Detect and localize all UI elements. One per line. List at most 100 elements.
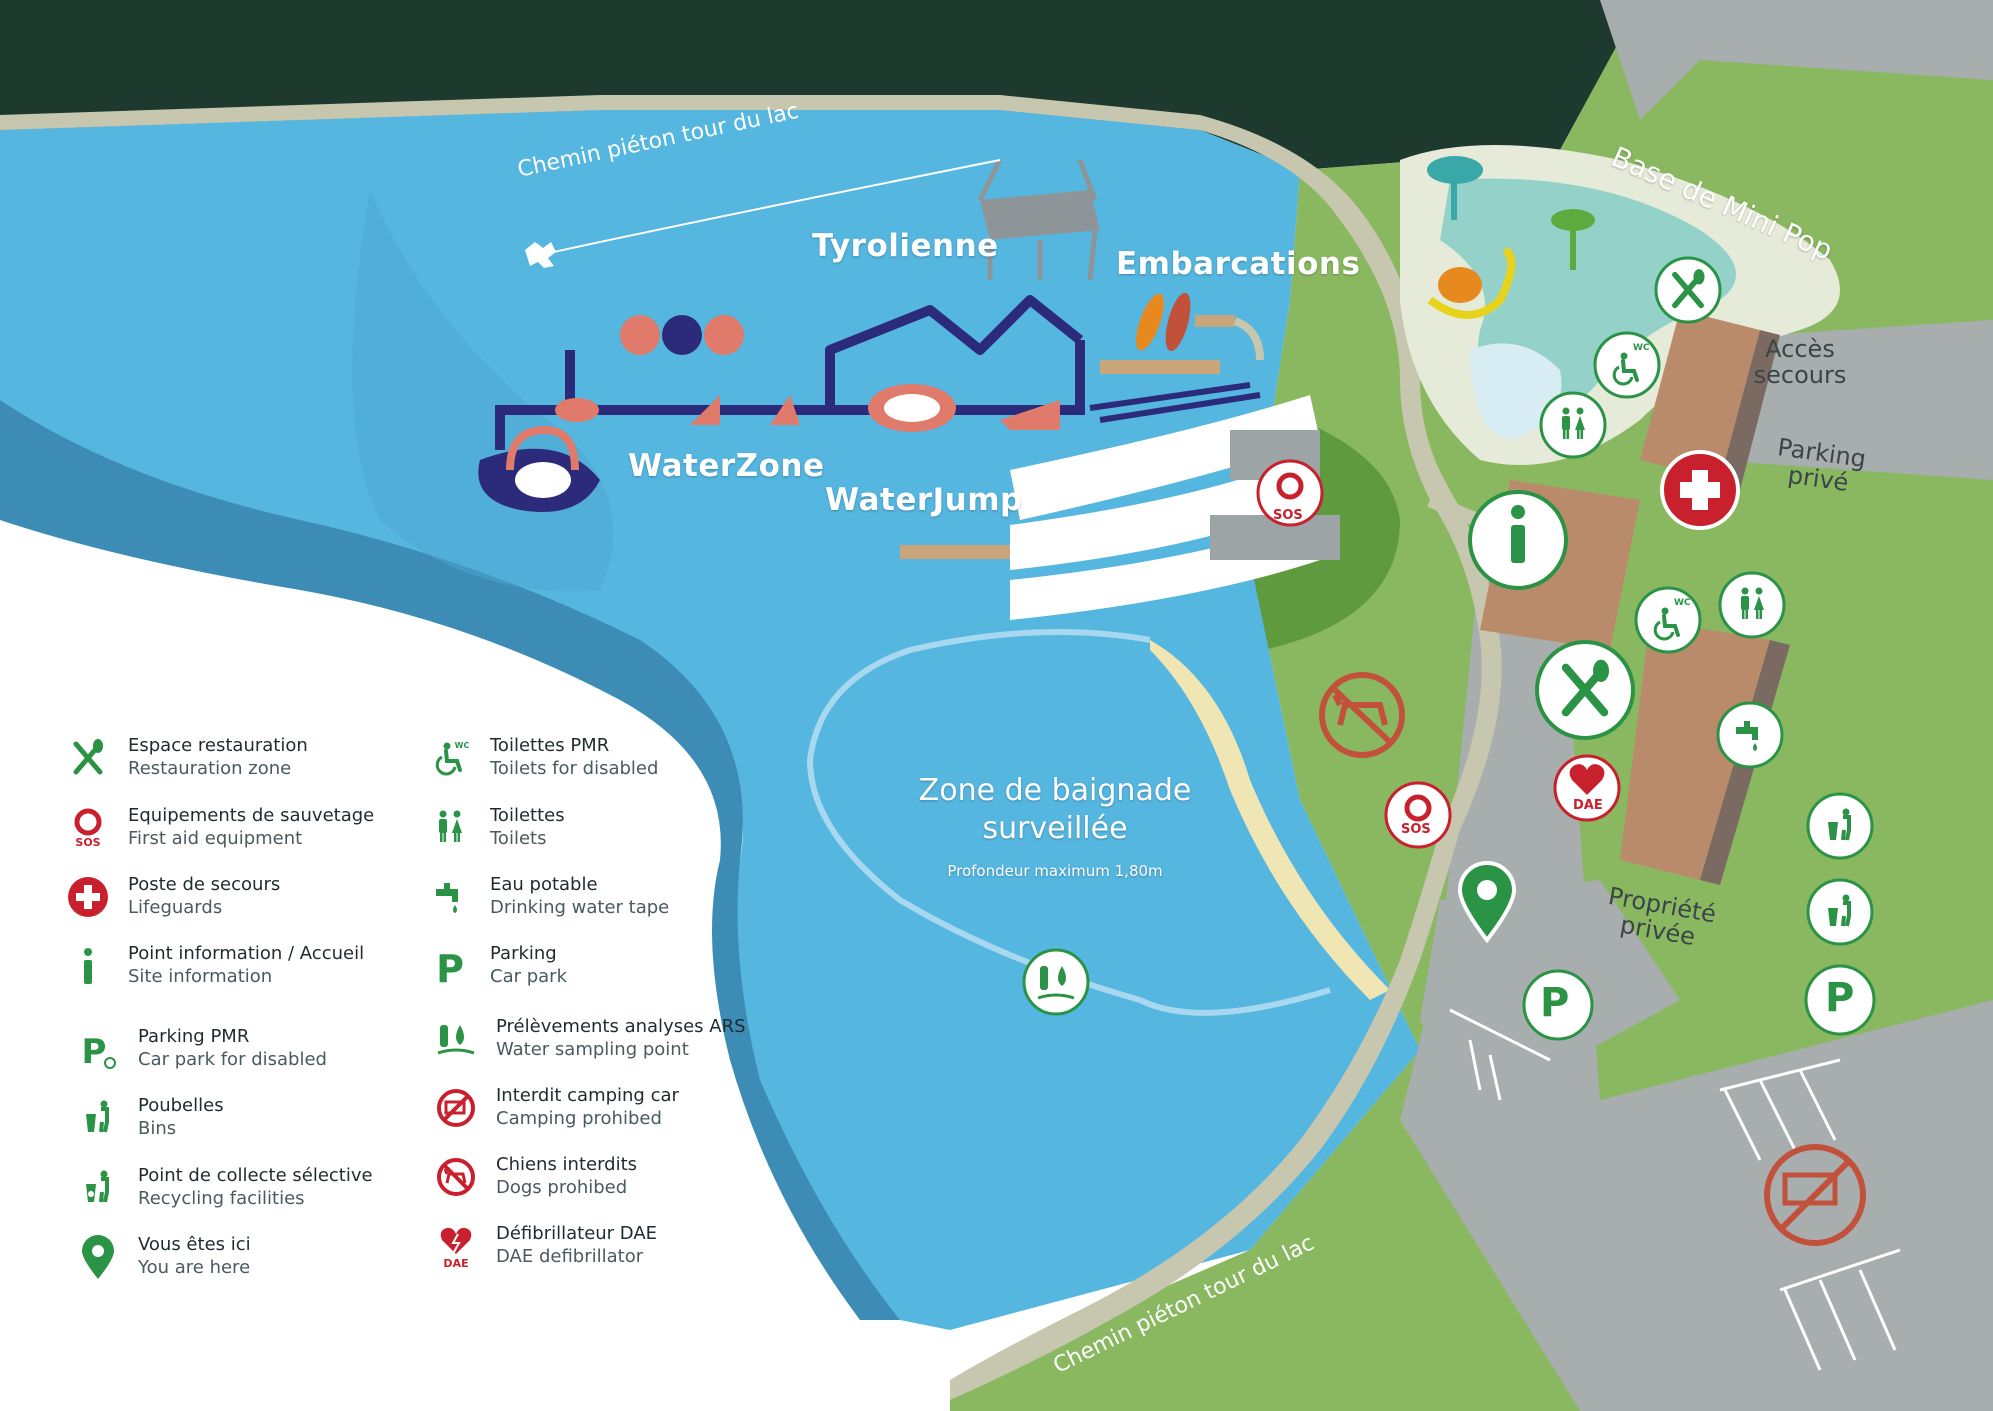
map-pin-parking <box>1804 964 1876 1036</box>
map-pin-water-sampling <box>1022 948 1090 1016</box>
lifebuoy-sos-icon: SOS <box>62 804 114 852</box>
legend-en: Restauration zone <box>128 758 292 779</box>
car-park-area <box>1400 560 1993 1411</box>
badge-dae: DAE <box>1573 798 1603 813</box>
badge-wc-1: WC <box>1633 343 1650 353</box>
legend-fr: Interdit camping car <box>496 1085 679 1106</box>
legend-fr: Chiens interdits <box>496 1154 638 1175</box>
zipline-cable <box>539 159 1001 256</box>
parking-icon: P <box>424 942 476 990</box>
legend-en: Car park <box>490 966 568 987</box>
legend-en: Site information <box>128 966 273 987</box>
label-acces-line1: Accès <box>1765 335 1835 363</box>
lake-path <box>0 95 1502 1400</box>
label-waterjump: WaterJump <box>825 482 1023 518</box>
map-pin-sos-1 <box>1256 459 1324 527</box>
water-tap-icon <box>424 873 476 921</box>
ball-orange <box>1438 267 1482 303</box>
map-pin-first-aid <box>1660 450 1740 530</box>
legend-en: Toilets <box>490 828 547 849</box>
map-pin-you-are-here <box>1457 861 1517 944</box>
parking-spaces <box>1449 1008 1901 1371</box>
no-dogs-icon <box>430 1153 482 1201</box>
legend-en: Lifeguards <box>128 897 223 918</box>
legend-en: First aid equipment <box>128 828 303 849</box>
map-pin-defibrillator <box>1553 754 1621 822</box>
legend-fr: Poste de secours <box>128 874 281 895</box>
badge-wc-2: WC <box>1674 598 1691 608</box>
legend-fr: Point information / Accueil <box>128 943 365 964</box>
lake-shadow <box>0 400 900 1320</box>
badge-sos-1: SOS <box>1273 508 1303 523</box>
no-camping-car-icon <box>430 1084 482 1132</box>
legend-fr: Poubelles <box>138 1095 224 1116</box>
legend-fr: Point de collecte sélective <box>138 1165 373 1186</box>
svg-text:SOS: SOS <box>75 836 100 849</box>
badge-parking: P <box>1825 975 1855 1021</box>
svg-text:DAE: DAE <box>443 1257 468 1268</box>
map-pin-sos-2 <box>1384 781 1452 849</box>
legend-en: Dogs prohibed <box>496 1177 628 1198</box>
waterjump-slides <box>900 360 1340 620</box>
legend-en: Toilets for disabled <box>490 758 659 779</box>
legend-fr: Vous êtes ici <box>138 1234 251 1255</box>
legend-fr: Parking <box>490 943 557 964</box>
tyrolienne-tower <box>977 158 1100 281</box>
map-pin-recycling <box>1806 878 1874 946</box>
bin-icon <box>72 1094 124 1142</box>
legend-en: Bins <box>138 1118 177 1139</box>
map-pin-restauration-main <box>1535 640 1635 740</box>
defibrillator-icon: DAE <box>430 1222 482 1270</box>
map-pin-no-camping-car <box>1764 1144 1866 1246</box>
legend-en: Camping prohibed <box>496 1108 662 1129</box>
cutlery-icon <box>62 734 114 782</box>
legend-fr: Equipements de sauvetage <box>128 805 375 826</box>
red-cross-icon <box>62 873 114 921</box>
legend-fr: Défibrillateur DAE <box>496 1223 658 1244</box>
label-waterzone: WaterZone <box>628 448 825 484</box>
label-acces-line2: secours <box>1753 361 1847 389</box>
beach <box>1150 640 1390 1000</box>
building-1 <box>1640 310 1760 480</box>
svg-text:P: P <box>82 1032 107 1071</box>
legend-fr: Toilettes <box>490 805 565 826</box>
legend-fr: Parking PMR <box>138 1026 250 1047</box>
parking-disabled-icon: P <box>72 1025 124 1073</box>
wc-disabled-icon: WC <box>424 734 476 782</box>
map-pin-toilets-1 <box>1539 391 1607 459</box>
map-pin-restauration-minipop <box>1654 256 1722 324</box>
map-pin-parking-disabled <box>1522 969 1594 1041</box>
label-baignade-line1: Zone de baignade <box>918 773 1192 808</box>
label-embarcations: Embarcations <box>1116 246 1361 282</box>
waterzone-inflatables <box>478 295 1085 512</box>
legend-en: You are here <box>138 1257 251 1278</box>
legend-en: Recycling facilities <box>138 1188 305 1209</box>
map-pin-wc-disabled-2 <box>1634 586 1702 654</box>
legend-en: Car park for disabled <box>138 1049 327 1070</box>
svg-text:P: P <box>436 947 464 988</box>
label-baignade-line2: surveillée <box>982 811 1128 846</box>
toilets-icon <box>424 804 476 852</box>
badge-parking-disabled: P <box>1540 980 1570 1026</box>
legend-fr: Toilettes PMR <box>490 735 610 756</box>
info-icon <box>62 942 114 990</box>
legend-en: Water sampling point <box>496 1039 689 1060</box>
splash-mark <box>525 242 556 268</box>
swimming-zone-boundary <box>806 629 1331 1016</box>
road-north <box>1600 0 1993 120</box>
legend-en: Drinking water tape <box>490 897 670 918</box>
map-pin-water-tap <box>1716 701 1784 769</box>
